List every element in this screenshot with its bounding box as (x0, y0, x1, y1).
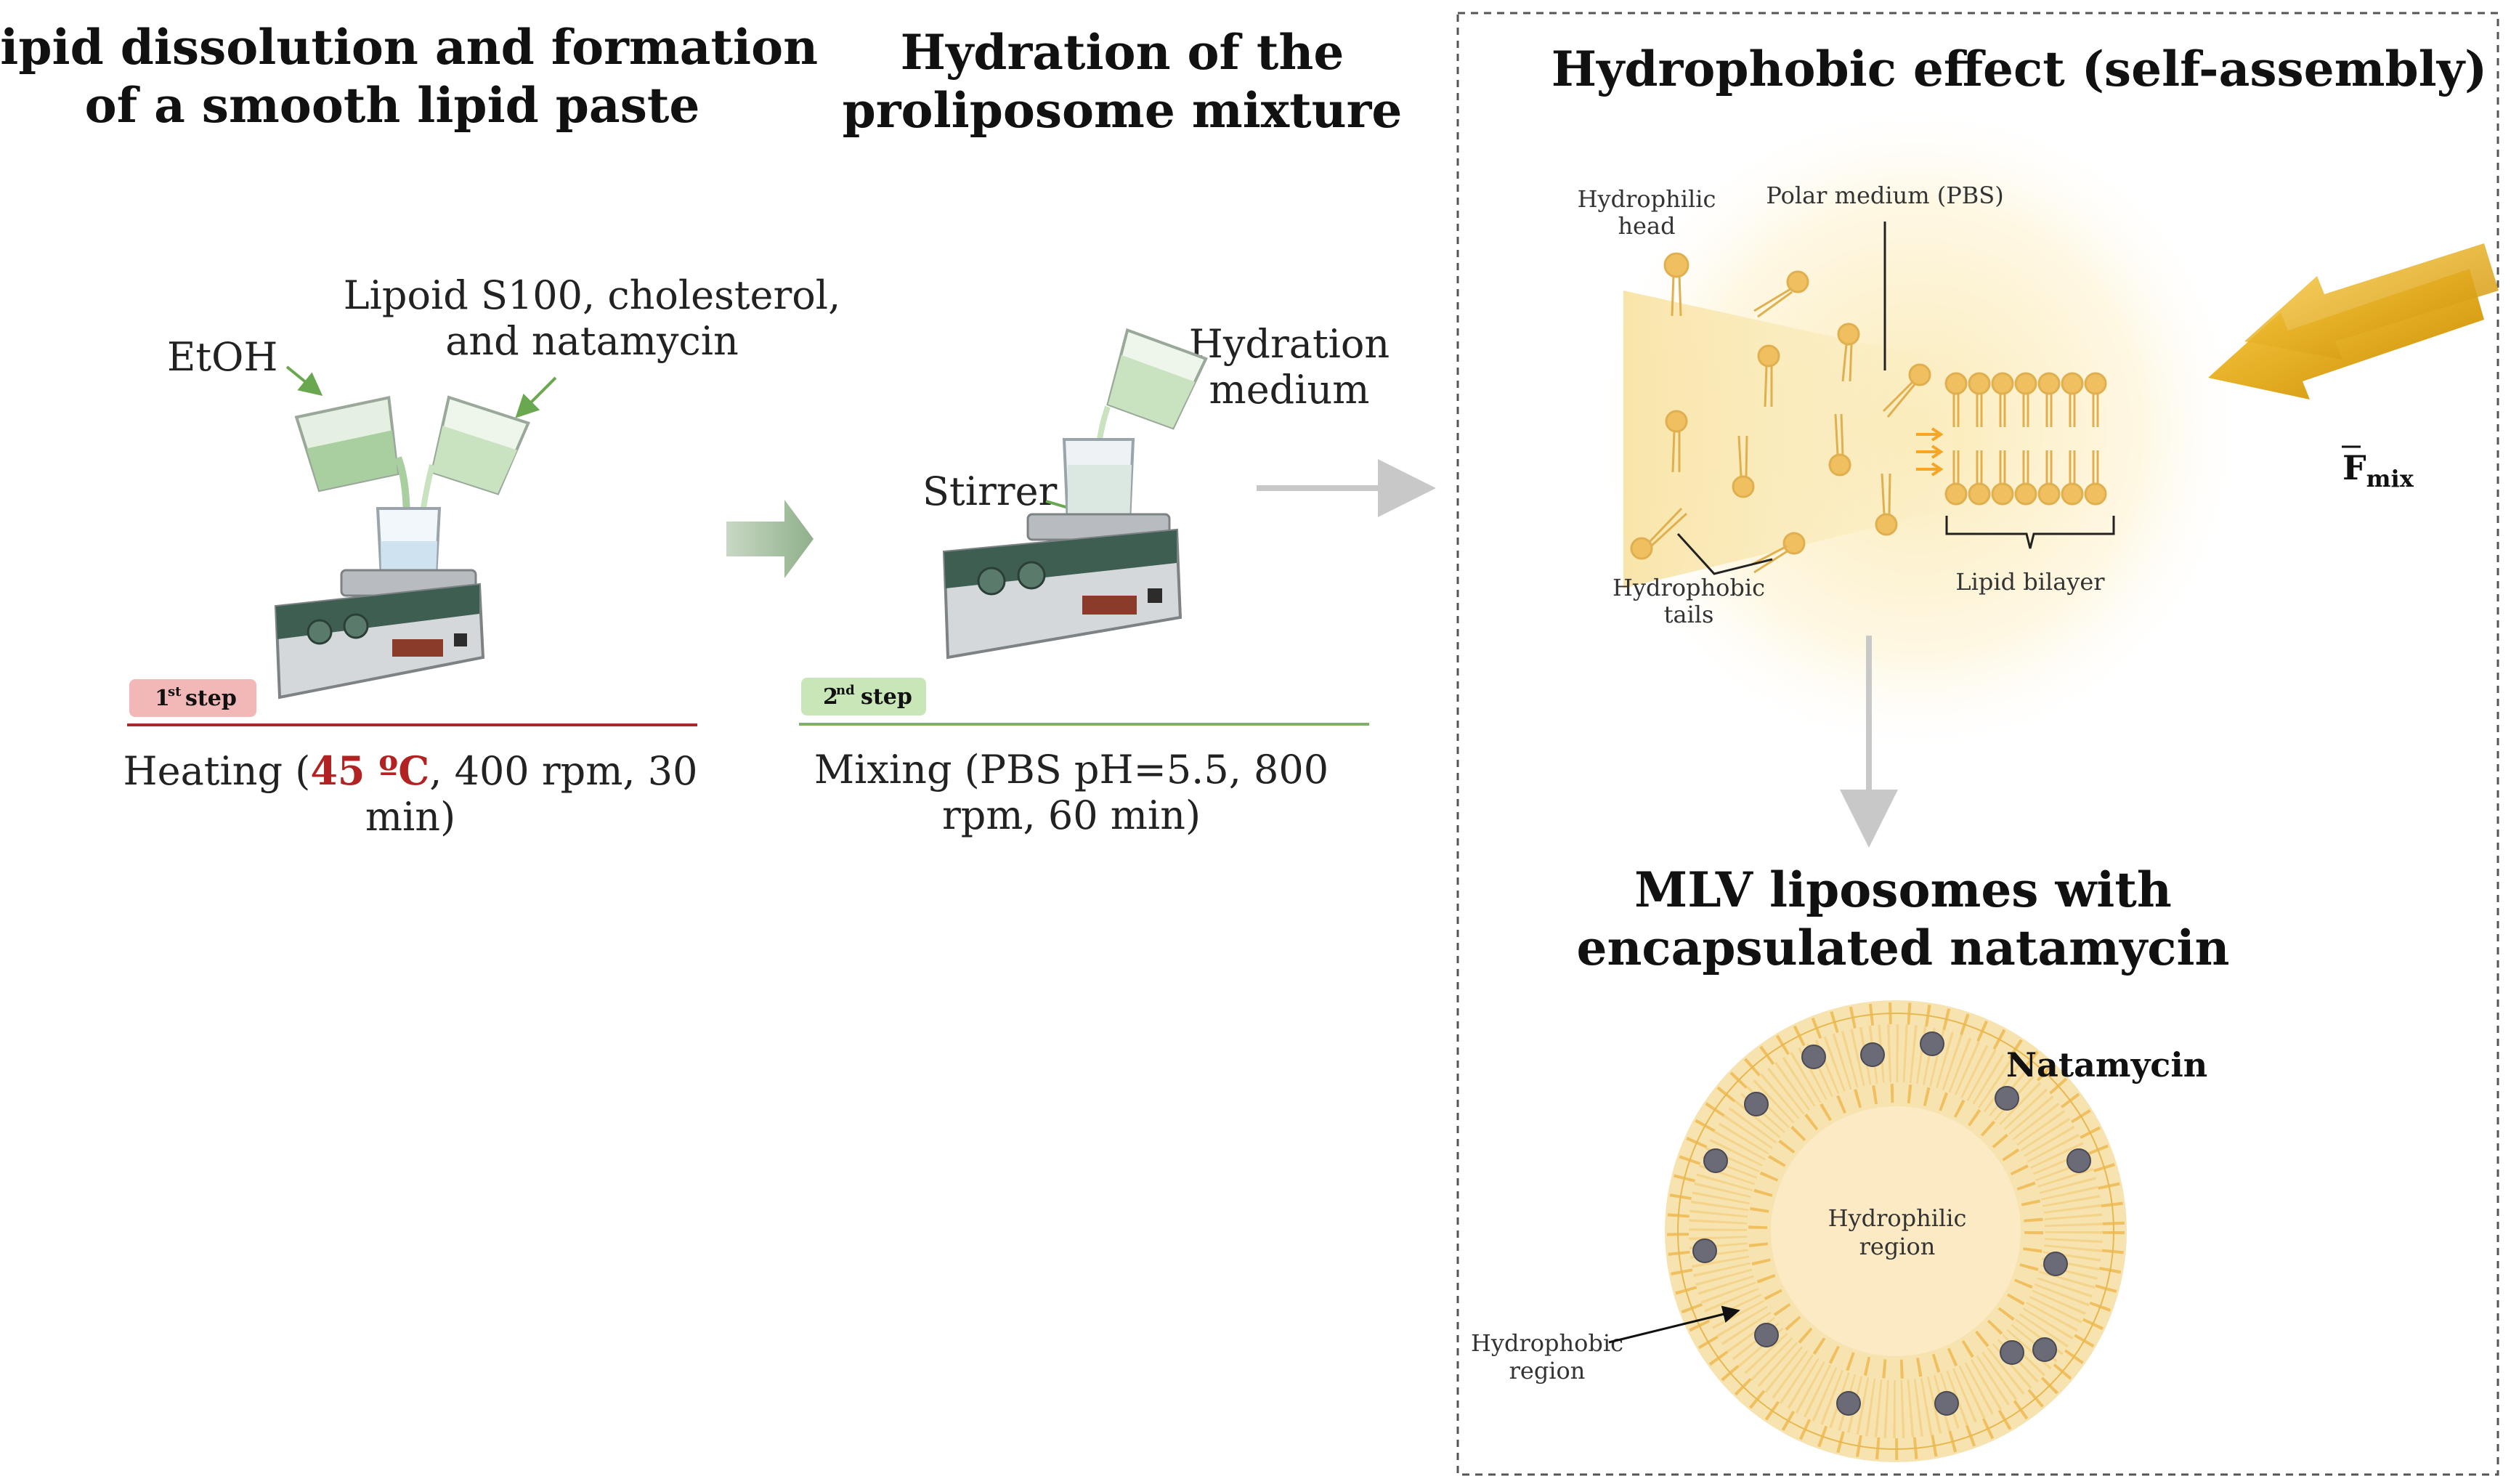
lipoid-beaker-icon (430, 395, 530, 495)
step2-title-line2: proliposome mixture (843, 82, 1403, 139)
etoh-beaker-icon (294, 395, 399, 492)
label-hydrophilic-head-line1: Hydrophilic (1578, 185, 1716, 213)
mlv-title-line2: encapsulated natamycin (1576, 920, 2229, 976)
lipoid-pointer-arrow (515, 376, 557, 418)
label-hydrophobic-tails-line1: Hydrophobic (1613, 574, 1765, 601)
bilayer-brace (1945, 516, 2115, 549)
step2-title-line1: Hydration of the (901, 24, 1344, 81)
lipid-bilayer (1944, 372, 2107, 506)
step1-badge (129, 679, 256, 717)
hydration-medium-beaker-icon (1106, 328, 1208, 430)
label-stirrer: Stirrer (922, 469, 1058, 514)
label-hydration-line2: medium (1209, 367, 1370, 413)
step1-caption-line1: Heating (45 ºC, 400 rpm, 30 (123, 747, 698, 794)
step2-badge-sup: nd (836, 683, 855, 698)
step1-badge-word: step (185, 686, 237, 711)
step1-badge-num: 1 (155, 686, 170, 711)
insertion-arrows (1916, 427, 1944, 477)
mixing-force-arrows-icon (2208, 243, 2499, 400)
label-natamycin: Natamycin (2006, 1045, 2207, 1084)
label-lipid-bilayer: Lipid bilayer (1955, 568, 2105, 596)
step2-caption-line2: rpm, 60 min) (942, 792, 1201, 838)
step1-caption-line2: min) (365, 794, 455, 840)
free-lipid-molecules (1630, 252, 1931, 574)
hydrophilic-core (1771, 1106, 2021, 1356)
tails-leader (1676, 532, 1773, 575)
label-hydrophilic-region-line1: Hydrophilic (1828, 1204, 1967, 1232)
step1-title-line1: Lipid dissolution and formation (0, 19, 818, 76)
inner-head-ring (1748, 1084, 2043, 1379)
step-transition-arrow (726, 500, 814, 578)
hydrophobic-region-pointer (1608, 1305, 1740, 1344)
label-lipoid-line1: Lipoid S100, cholesterol, (344, 272, 841, 318)
hotplate-2-illustration (942, 328, 1208, 660)
label-hydration-line1: Hydration (1189, 321, 1390, 367)
natamycin-molecules (1692, 1031, 2091, 1416)
step1-title-line2: of a smooth lipid paste (85, 77, 700, 134)
tail-region (1689, 1024, 2103, 1438)
assembly-beam (1623, 291, 1954, 588)
label-lipoid-line2: and natamycin (445, 318, 739, 364)
label-hydrophobic-region-line2: region (1509, 1357, 1586, 1384)
self-assembly-panel (1456, 12, 2499, 1476)
label-hydrophobic-tails-line2: tails (1664, 601, 1714, 628)
etoh-pointer-arrow (285, 365, 323, 397)
label-hydrophobic-region-line1: Hydrophobic (1471, 1329, 1623, 1357)
step2-badge-word: step (861, 684, 912, 710)
mlv-title-line1: MLV liposomes with (1634, 861, 2172, 918)
label-hydrophilic-head-line2: head (1618, 212, 1675, 240)
panel-title: Hydrophobic effect (self-assembly) (1551, 41, 2488, 97)
mlv-liposome (1665, 1000, 2127, 1462)
label-polar-medium: Polar medium (PBS) (1766, 182, 2003, 209)
label-etoh: EtOH (167, 334, 277, 380)
label-hydrophilic-region-line2: region (1859, 1233, 1936, 1260)
step1-badge-sup: st (168, 684, 182, 700)
hotplate-1-illustration (274, 395, 530, 700)
force-label: Fmix (2342, 448, 2414, 492)
step2-badge (801, 678, 926, 715)
step2-badge-num: 2 (823, 684, 838, 710)
step2-caption-line1: Mixing (PBS pH=5.5, 800 (814, 747, 1328, 792)
